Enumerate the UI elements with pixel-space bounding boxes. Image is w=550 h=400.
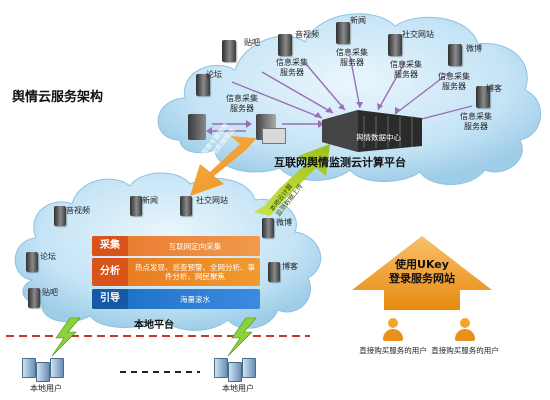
server-label: 信息采集服务器 — [276, 58, 308, 77]
lightning-icon — [227, 317, 257, 357]
ukey-arrow — [352, 236, 492, 310]
page-title: 舆情云服务架构 — [12, 90, 104, 105]
server-icon — [196, 74, 210, 96]
node-label: 新闻 — [142, 196, 158, 205]
server-icon — [54, 206, 66, 226]
user-icon — [454, 318, 476, 342]
server-label: 信息采集服务器 — [390, 60, 422, 79]
node-label: 博客 — [282, 262, 298, 271]
node-label: 微博 — [466, 44, 482, 53]
row-tag: 引导 — [92, 289, 128, 309]
datacenter-rack: 舆情数据中心 — [318, 106, 426, 152]
ukey-line1: 使用UKey — [395, 258, 449, 271]
computer-icon — [22, 358, 36, 378]
server-icon — [448, 44, 462, 66]
row-text: 热点发现、巡查预警、全网分析、事件分析、网民聚焦 — [135, 263, 255, 281]
down-push-arrow — [190, 132, 278, 196]
sync-arrows — [212, 123, 318, 132]
row-collect: 采集 互联网定向采集 — [92, 236, 260, 256]
node-label: 微博 — [276, 218, 292, 227]
server-label: 信息采集服务器 — [226, 94, 258, 113]
server-icon — [278, 34, 292, 56]
lightning-icon — [51, 317, 81, 357]
server-icon — [28, 288, 40, 308]
server-icon — [188, 114, 206, 140]
local-user-label: 本地用户 — [222, 384, 254, 393]
server-label: 信息采集服务器 — [460, 112, 492, 131]
collection-arrows — [231, 55, 473, 123]
up-upload-arrow — [254, 144, 330, 216]
server-icon — [336, 22, 350, 44]
computer-icon — [214, 358, 228, 378]
node-label: 音视频 — [295, 30, 319, 39]
row-guide: 引导 海量滚水 — [92, 289, 260, 309]
computer-icon — [262, 128, 286, 144]
server-icon — [130, 196, 142, 216]
user-icon — [382, 318, 404, 342]
node-label: 贴吧 — [244, 38, 260, 47]
server-label: 信息采集服务器 — [336, 48, 368, 67]
local-user-label: 本地用户 — [30, 384, 62, 393]
purchase-user-label: 直接购买服务的用户 — [359, 346, 427, 355]
node-label: 论坛 — [206, 70, 222, 79]
server-icon — [476, 86, 490, 108]
node-label: 社交网站 — [402, 30, 434, 39]
computer-icon — [50, 358, 64, 378]
row-tag: 采集 — [92, 236, 128, 256]
computer-icon — [36, 362, 50, 382]
computer-icon — [228, 362, 242, 382]
datacenter-label: 舆情数据中心 — [356, 133, 401, 142]
row-tag: 分析 — [92, 258, 128, 286]
node-label: 贴吧 — [42, 288, 58, 297]
purchase-user-label: 直接购买服务的用户 — [431, 346, 499, 355]
server-icon — [388, 34, 402, 56]
node-label: 新闻 — [350, 16, 366, 25]
row-text: 互联网定向采集 — [168, 241, 222, 251]
local-cloud-title: 本地平台 — [134, 320, 174, 331]
ukey-login: 使用UKey 登录服务网站 — [352, 238, 492, 308]
server-label: 信息采集服务器 — [438, 72, 470, 91]
server-icon — [26, 252, 38, 272]
top-cloud-title: 互联网舆情监测云计算平台 — [274, 156, 406, 169]
row-analyze: 分析 热点发现、巡查预警、全网分析、事件分析、网民聚焦 — [92, 258, 260, 286]
node-label: 音视频 — [66, 206, 90, 215]
row-text: 海量滚水 — [180, 294, 210, 304]
server-icon — [180, 196, 192, 216]
node-label: 社交网站 — [196, 196, 228, 205]
computer-icon — [242, 358, 256, 378]
node-label: 博客 — [486, 84, 502, 93]
server-icon — [262, 218, 274, 238]
server-icon — [268, 262, 280, 282]
node-label: 论坛 — [40, 252, 56, 261]
ukey-line2: 登录服务网站 — [389, 272, 455, 285]
server-icon — [222, 40, 236, 62]
